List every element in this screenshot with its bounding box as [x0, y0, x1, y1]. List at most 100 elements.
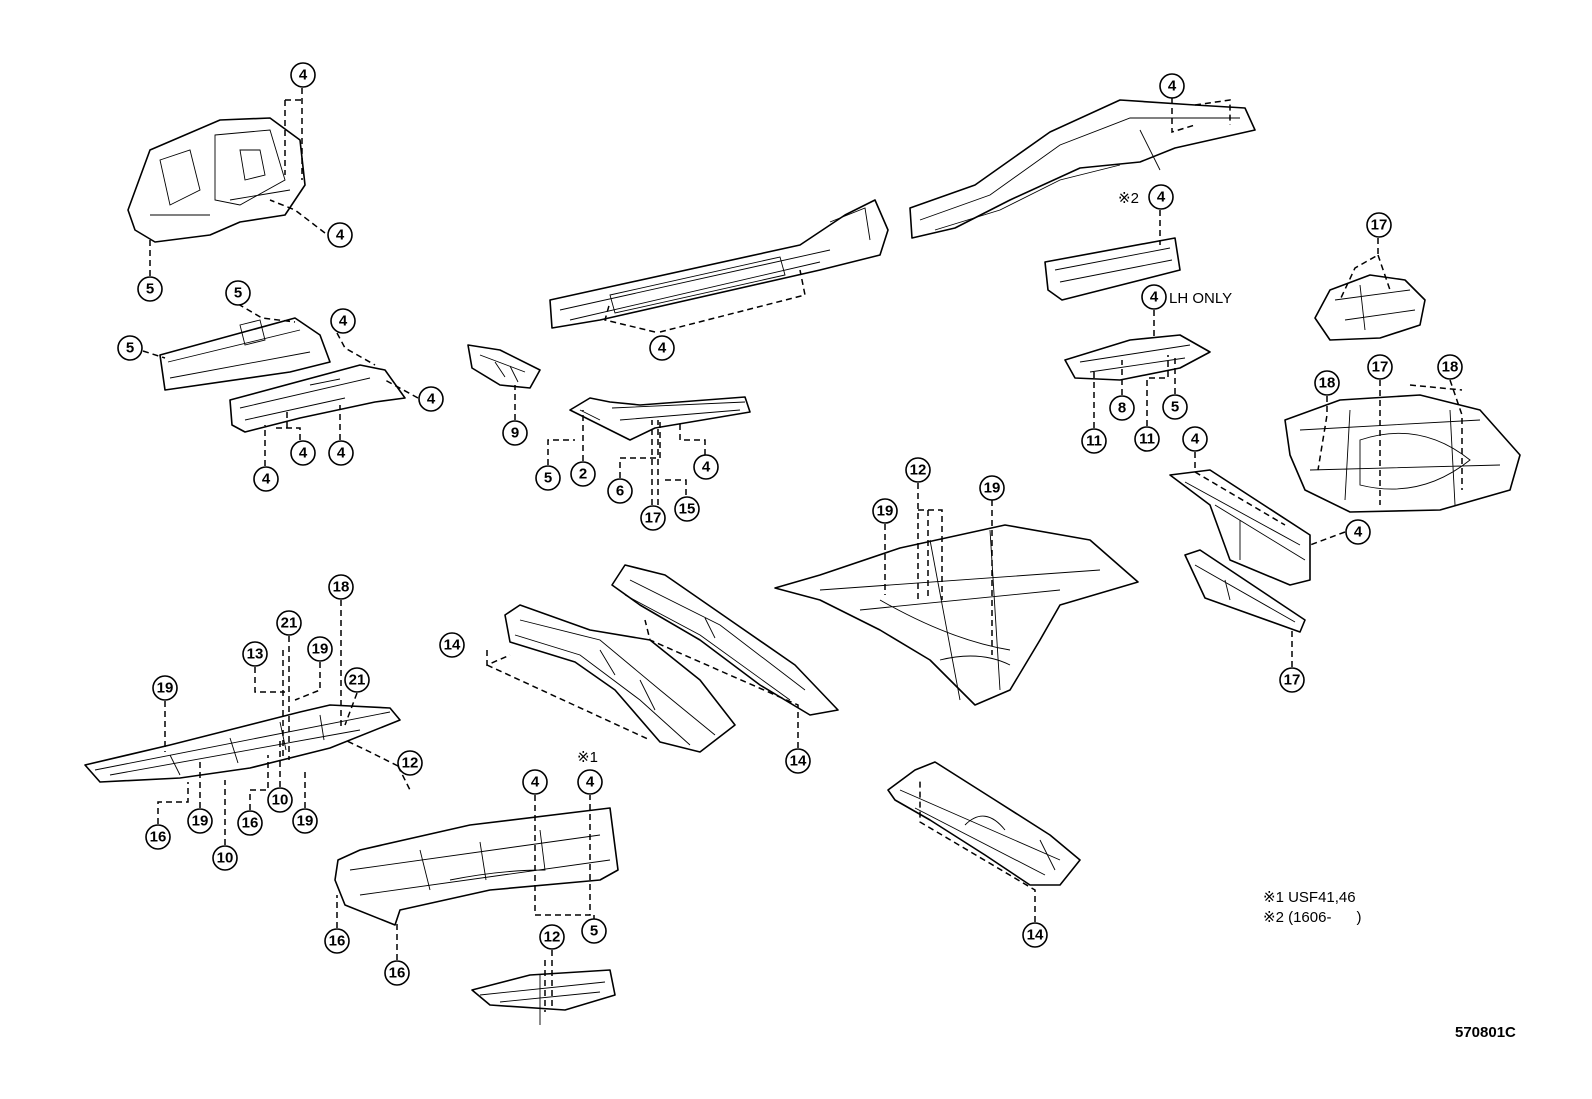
svg-text:14: 14 — [790, 753, 807, 770]
callout-4: 4 — [1345, 519, 1371, 545]
svg-text:21: 21 — [349, 672, 366, 689]
part-rear-floor-pan — [1284, 394, 1521, 513]
svg-text:5: 5 — [146, 281, 154, 298]
svg-text:19: 19 — [877, 503, 894, 520]
part-lh-only-bracket — [1064, 334, 1211, 381]
part-front-side-member-upper — [159, 317, 331, 391]
part-dash-panel — [334, 807, 619, 926]
callout-17: 17 — [1279, 667, 1305, 693]
callout-17: 17 — [1366, 212, 1392, 238]
callout-4: 4 — [693, 454, 719, 480]
svg-text:2: 2 — [579, 466, 587, 483]
callout-21: 21 — [276, 610, 302, 636]
callout-14: 14 — [1022, 922, 1048, 948]
callout-5: 5 — [535, 465, 561, 491]
svg-text:8: 8 — [1118, 400, 1126, 417]
callout-6: 6 — [607, 478, 633, 504]
svg-text:18: 18 — [1442, 359, 1459, 376]
callout-19: 19 — [307, 636, 333, 662]
svg-text:10: 10 — [217, 850, 234, 867]
svg-text:16: 16 — [150, 829, 167, 846]
svg-text:19: 19 — [312, 641, 329, 658]
part-spare-tire-cover — [1314, 274, 1426, 341]
callout-11: 11 — [1134, 426, 1160, 452]
svg-text:19: 19 — [297, 813, 314, 830]
footnote-2: ※2 (1606- ) — [1263, 909, 1361, 926]
part-cowl-bracket — [471, 969, 616, 1025]
callout-18: 18 — [1437, 354, 1463, 380]
svg-text:4: 4 — [1157, 189, 1166, 206]
svg-text:9: 9 — [511, 425, 519, 442]
callout-5: 5 — [581, 918, 607, 944]
callout-2: 2 — [570, 461, 596, 487]
svg-text:5: 5 — [1171, 399, 1179, 416]
callout-21: 21 — [344, 667, 370, 693]
svg-text:4: 4 — [299, 67, 308, 84]
part-floor-side-member-right — [611, 564, 839, 716]
svg-text:18: 18 — [333, 579, 350, 596]
svg-text:4: 4 — [1354, 524, 1363, 541]
svg-text:14: 14 — [1027, 927, 1044, 944]
svg-text:4: 4 — [427, 391, 436, 408]
callout-10: 10 — [267, 787, 293, 813]
part-rocker-panel-outer — [549, 199, 889, 329]
svg-text:17: 17 — [1371, 217, 1388, 234]
part-floor-side-member-left — [504, 604, 736, 753]
svg-text:16: 16 — [242, 815, 259, 832]
svg-text:19: 19 — [192, 813, 209, 830]
callout-16: 16 — [384, 960, 410, 986]
callout-15: 15 — [674, 496, 700, 522]
svg-text:11: 11 — [1086, 433, 1102, 450]
svg-text:4: 4 — [1191, 431, 1200, 448]
svg-text:17: 17 — [645, 510, 662, 527]
callout-4: 4 — [577, 769, 603, 795]
svg-text:4: 4 — [586, 774, 595, 791]
callout-16: 16 — [145, 824, 171, 850]
callout-4: 4 — [1159, 73, 1185, 99]
callout-4: 4 — [1148, 184, 1174, 210]
callout-4: 4 — [330, 308, 356, 334]
callout-18: 18 — [1314, 370, 1340, 396]
svg-text:14: 14 — [444, 637, 461, 654]
callout-4: 4 — [1182, 426, 1208, 452]
svg-text:17: 17 — [1372, 359, 1389, 376]
callout-12: 12 — [539, 924, 565, 950]
callout-8: 8 — [1109, 395, 1135, 421]
reference-code: 570801C — [1455, 1024, 1516, 1041]
callout-16: 16 — [324, 928, 350, 954]
callout-5: 5 — [1162, 394, 1188, 420]
callout-13: 13 — [242, 641, 268, 667]
note-mark-2: ※2 — [1118, 190, 1139, 207]
svg-text:18: 18 — [1319, 375, 1336, 392]
part-crossmember-upper — [1044, 237, 1181, 301]
callout-9: 9 — [502, 420, 528, 446]
svg-text:4: 4 — [262, 471, 271, 488]
svg-text:17: 17 — [1284, 672, 1301, 689]
part-front-apron-upper — [127, 117, 306, 243]
svg-text:5: 5 — [234, 285, 242, 302]
part-rear-side-member — [909, 99, 1256, 239]
callout-19: 19 — [292, 808, 318, 834]
callout-5: 5 — [137, 276, 163, 302]
svg-text:12: 12 — [402, 755, 419, 772]
part-sill-extension — [569, 396, 751, 441]
callout-4: 4 — [290, 62, 316, 88]
note-mark-1: ※1 — [577, 749, 598, 766]
svg-text:6: 6 — [616, 483, 624, 500]
svg-text:4: 4 — [337, 445, 346, 462]
callout-4: 4 — [522, 769, 548, 795]
callout-19: 19 — [187, 808, 213, 834]
svg-text:12: 12 — [544, 929, 561, 946]
svg-text:16: 16 — [329, 933, 346, 950]
svg-text:4: 4 — [299, 445, 308, 462]
callout-19: 19 — [979, 475, 1005, 501]
part-rear-crossmember — [1169, 469, 1311, 586]
svg-text:16: 16 — [389, 965, 406, 982]
svg-text:5: 5 — [590, 923, 598, 940]
callout-19: 19 — [872, 498, 898, 524]
callout-12: 12 — [905, 457, 931, 483]
svg-text:4: 4 — [1150, 289, 1159, 306]
callout-17: 17 — [1367, 354, 1393, 380]
callout-5: 5 — [225, 280, 251, 306]
